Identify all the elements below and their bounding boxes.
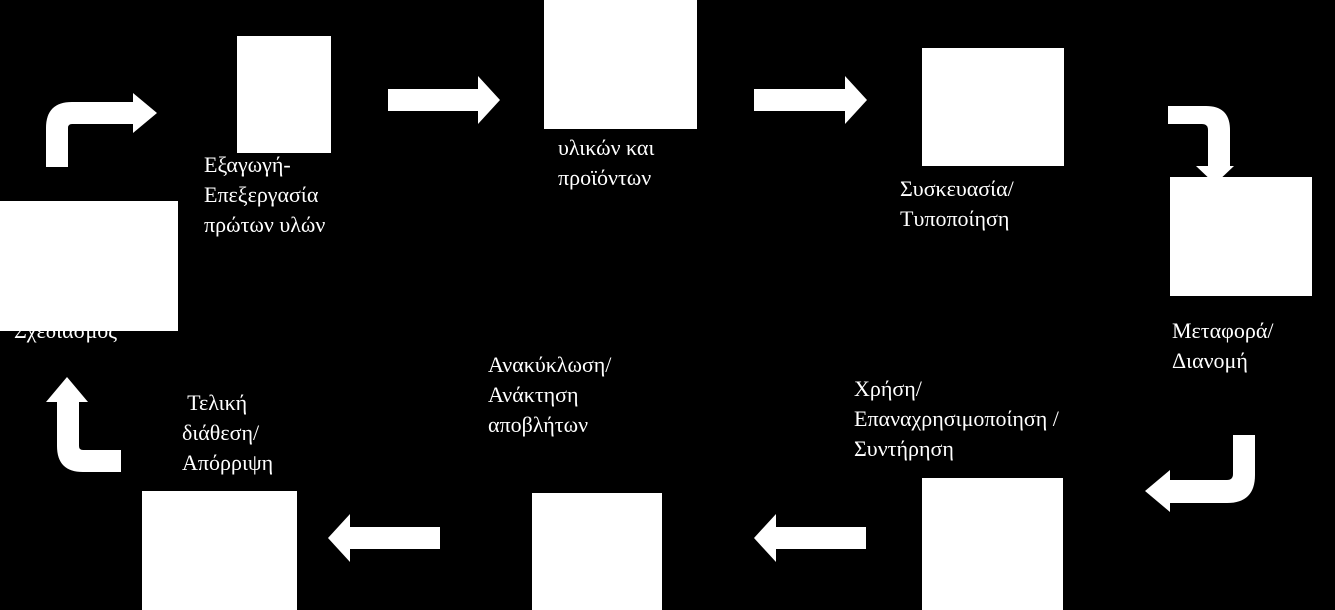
arrow-extraction-to-manufacturing bbox=[388, 76, 500, 124]
arrow-packaging-to-transport bbox=[1168, 106, 1234, 184]
stage-box-transport bbox=[1170, 177, 1312, 296]
arrow-manufacturing-to-packaging bbox=[754, 76, 867, 124]
stage-label-recycling: Ανακύκλωση/ Ανάκτηση αποβλήτων bbox=[488, 352, 612, 437]
stage-box-use bbox=[922, 478, 1063, 610]
stage-label-extraction: Εξαγωγή- Επεξεργασία πρώτων υλών bbox=[204, 152, 326, 237]
stage-box-disposal bbox=[142, 491, 297, 610]
arrow-recycling-to-disposal bbox=[328, 514, 440, 562]
stage-label-manufacturing: υλικών και προϊόντων bbox=[558, 135, 655, 190]
stage-box-recycling bbox=[532, 493, 662, 610]
stage-label-packaging: Συσκευασία/ Τυποποίηση bbox=[900, 176, 1014, 231]
arrow-design-to-extraction bbox=[46, 93, 157, 167]
stage-label-transport: Μεταφορά/ Διανομή bbox=[1172, 318, 1274, 373]
arrow-use-to-recycling bbox=[754, 514, 866, 562]
stage-box-manufacturing bbox=[544, 0, 697, 129]
stage-label-disposal: Τελική διάθεση/ Απόρριψη bbox=[182, 390, 274, 475]
stage-box-extraction bbox=[237, 36, 331, 153]
arrow-transport-to-use bbox=[1145, 435, 1255, 512]
stage-box-design bbox=[0, 201, 178, 331]
stage-box-packaging bbox=[922, 48, 1064, 166]
arrow-disposal-to-design bbox=[46, 377, 121, 472]
stage-label-use: Χρήση/ Επαναχρησιμοποίηση / Συντήρηση bbox=[854, 376, 1059, 461]
